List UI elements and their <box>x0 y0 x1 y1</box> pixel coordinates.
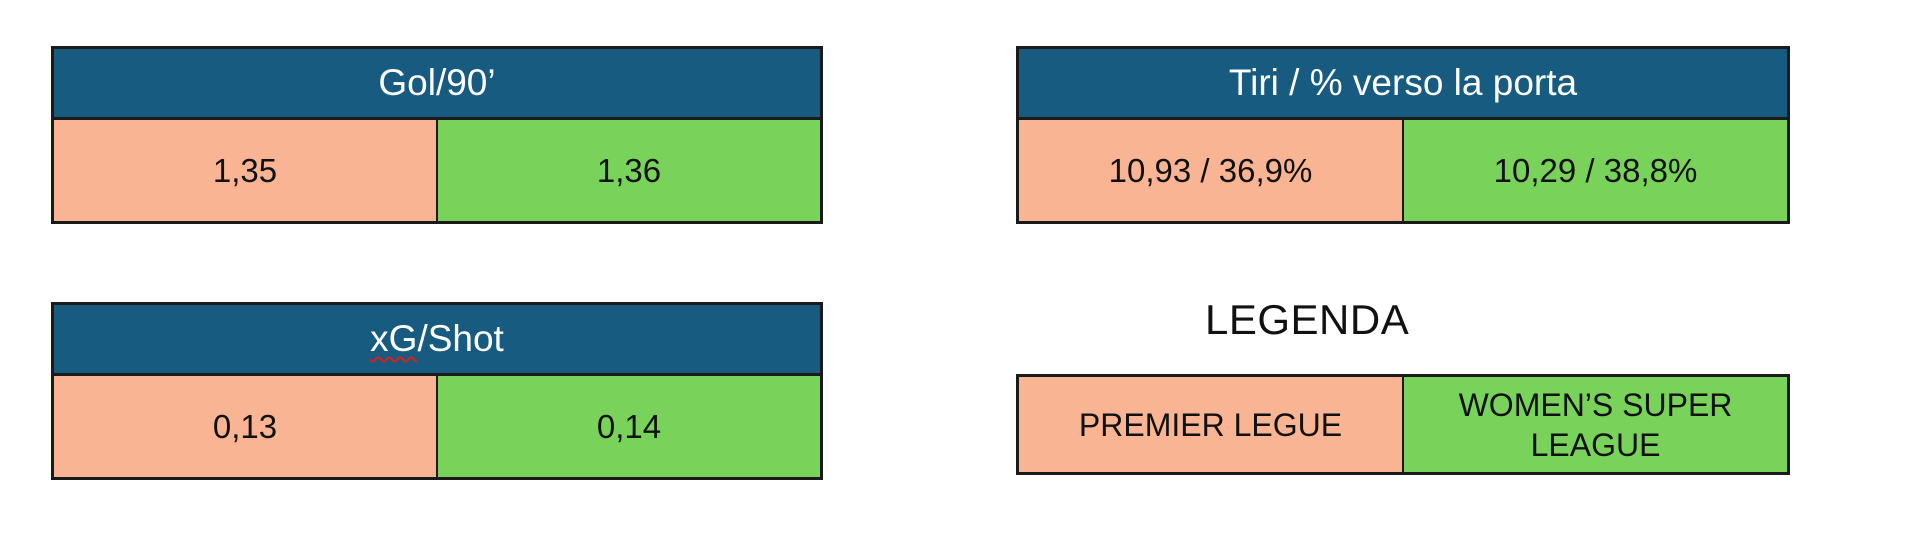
legend-title: LEGENDA <box>1205 296 1410 343</box>
shots-on-target-values-row: 10,93 / 36,9% 10,29 / 38,8% <box>1019 120 1787 221</box>
goals-per-90-header: Gol/90’ <box>54 49 820 120</box>
xg-per-shot-womens-super-league-value: 0,14 <box>438 376 820 477</box>
goals-per-90-values-row: 1,35 1,36 <box>54 120 820 221</box>
shots-on-target-womens-super-league-value: 10,29 / 38,8% <box>1404 120 1787 221</box>
goals-per-90-womens-super-league-value: 1,36 <box>438 120 820 221</box>
shots-on-target-header: Tiri / % verso la porta <box>1019 49 1787 120</box>
xg-per-shot-table: xG/Shot 0,13 0,14 <box>51 302 823 480</box>
xg-spellcheck-underlined-text: xG <box>370 318 418 359</box>
legend-womens-super-league: WOMEN’S SUPER LEAGUE <box>1404 377 1787 472</box>
xg-per-shot-premier-league-value: 0,13 <box>54 376 438 477</box>
goals-per-90-table: Gol/90’ 1,35 1,36 <box>51 46 823 224</box>
xg-per-shot-header-rest: /Shot <box>417 318 504 359</box>
shots-on-target-premier-league-value: 10,93 / 36,9% <box>1019 120 1404 221</box>
xg-per-shot-header: xG/Shot <box>54 305 820 376</box>
legend-premier-league: PREMIER LEGUE <box>1019 377 1404 472</box>
shots-on-target-table: Tiri / % verso la porta 10,93 / 36,9% 10… <box>1016 46 1790 224</box>
goals-per-90-premier-league-value: 1,35 <box>54 120 438 221</box>
xg-per-shot-values-row: 0,13 0,14 <box>54 376 820 477</box>
legend-box: PREMIER LEGUE WOMEN’S SUPER LEAGUE <box>1016 374 1790 475</box>
